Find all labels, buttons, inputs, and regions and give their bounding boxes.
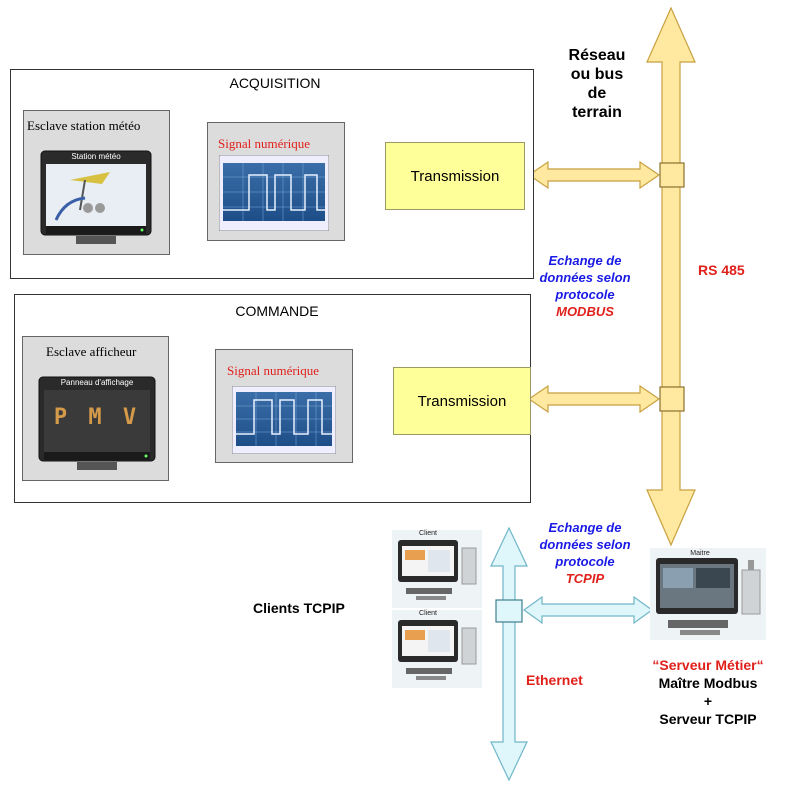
acq-bus-arrow: [527, 160, 661, 190]
client-1-caption: Client: [419, 530, 437, 537]
tcpip-line1: Echange de: [548, 520, 622, 535]
server-line3: Serveur TCPIP: [659, 711, 757, 727]
server-label: “Serveur Métier“ Maître Modbus + Serveur…: [638, 656, 778, 728]
cmd-signal-scope: [231, 385, 337, 459]
weather-station-slave-label: Esclave station météo: [27, 118, 141, 133]
rs485-bus-arrow: [646, 6, 696, 547]
weather-station-caption: Station météo: [71, 152, 121, 161]
modbus-exchange-label: Echange de données selon protocole MODBU…: [530, 252, 640, 320]
server-title: “Serveur Métier“: [652, 657, 764, 673]
client-computer-1: [392, 530, 482, 613]
acquisition-title: ACQUISITION: [229, 75, 321, 91]
modbus-line3: protocole: [555, 287, 615, 302]
client-computer-2: [392, 610, 482, 693]
modbus-line2: données selon: [539, 270, 631, 285]
tcpip-line3: protocole: [555, 554, 615, 569]
display-panel-caption: Panneau d'affichage: [60, 378, 134, 387]
display-slave-label: Esclave afficheur: [46, 344, 137, 359]
commande-title: COMMANDE: [235, 303, 319, 319]
modbus-line1: Echange de: [548, 253, 622, 268]
client-2-caption: Client: [419, 610, 437, 617]
weather-station-monitor: [40, 150, 152, 245]
server-caption: Maitre: [690, 550, 710, 557]
server-line2: +: [703, 693, 713, 709]
network-line3: de: [587, 85, 607, 102]
ethernet-bus-arrow: [490, 526, 528, 782]
tcpip-protocol: TCPIP: [565, 571, 605, 586]
acq-transmission-box: Transmission: [385, 142, 525, 210]
network-line1: Réseau: [568, 47, 626, 64]
rs485-label: RS 485: [698, 262, 745, 278]
ethernet-label: Ethernet: [526, 672, 583, 688]
clients-label: Clients TCPIP: [253, 600, 345, 616]
ethernet-server-arrow: [522, 595, 654, 625]
display-panel-monitor: [38, 376, 156, 472]
acq-signal-label: Signal numérique: [218, 136, 311, 151]
bus-junction-top: [659, 162, 685, 188]
network-line2: ou bus: [570, 66, 624, 83]
network-label: Réseau ou bus de terrain: [552, 46, 642, 122]
tcpip-line2: données selon: [539, 537, 631, 552]
cmd-bus-arrow: [527, 384, 661, 414]
server-computer: [650, 548, 766, 645]
tcpip-exchange-label: Echange de données selon protocole TCPIP: [530, 519, 640, 587]
ethernet-junction: [495, 599, 523, 623]
bus-junction-bottom: [659, 386, 685, 412]
display-panel-text: P M V: [53, 405, 141, 430]
cmd-signal-label: Signal numérique: [227, 363, 320, 378]
modbus-protocol: MODBUS: [556, 304, 614, 319]
network-line4: terrain: [572, 104, 622, 121]
acq-signal-scope: [218, 154, 330, 236]
cmd-transmission-box: Transmission: [393, 367, 531, 435]
server-line1: Maître Modbus: [658, 675, 758, 691]
